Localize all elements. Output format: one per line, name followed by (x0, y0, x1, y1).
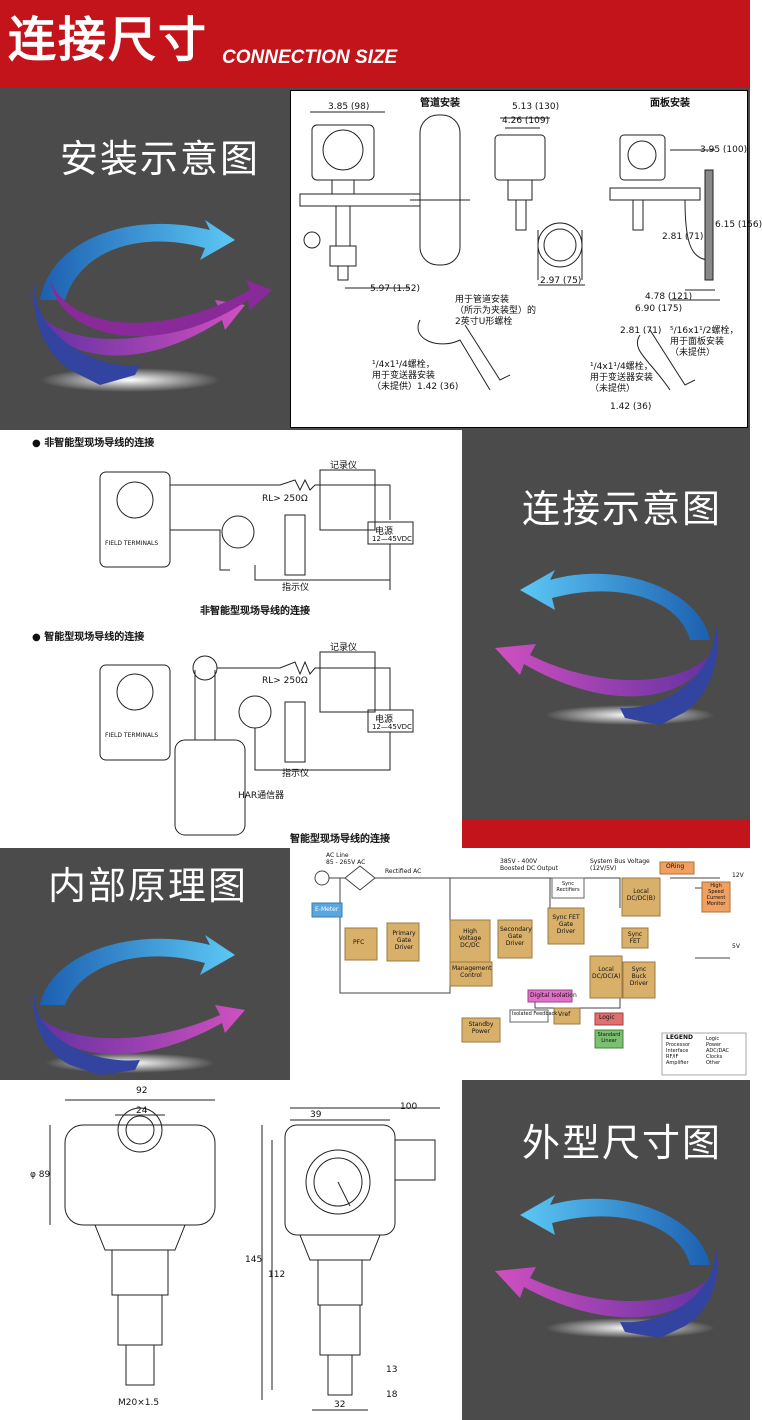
heading-nonsmart: ● 非智能型现场导线的连接 (32, 438, 155, 449)
installation-diagram: 管道安装 面板安装 3.85 (98) 5.13 (130) 4.26 (109… (290, 90, 762, 428)
block-isolated-feedback: Isolated Feedback (512, 1011, 558, 1017)
v5-label: 5V (732, 943, 740, 950)
power-label: 电源 (375, 527, 394, 537)
dim-32: 32 (334, 1400, 346, 1410)
block-management-control: Management Control (452, 965, 492, 979)
block-e-meter: E-Meter (315, 906, 339, 913)
dim-label: 2.81 (71) (662, 232, 704, 242)
dim-13: 13 (386, 1365, 398, 1375)
dim-label: 3.95 (100) (700, 145, 748, 155)
ac-line-label: AC Line 85 - 265V AC (326, 852, 366, 866)
load-label: RL> 250Ω (262, 494, 308, 504)
section4-swirl-arrows-icon (495, 1195, 720, 1338)
dim-label: 1.42 (36) (610, 402, 652, 412)
block-logic: Logic (599, 1014, 615, 1021)
pipe-mount-title: 管道安装 (420, 98, 460, 109)
dim-label: 6.90 (175) (635, 304, 683, 314)
boosted-label: 385V - 400V Boosted DC Output (500, 858, 558, 872)
dim-label: 3.85 (98) (328, 102, 370, 112)
block-digital-isolation: Digital Isolation (530, 992, 577, 999)
block-hv-dcdc: High Voltage DC/DC (458, 928, 482, 949)
page-subtitle: CONNECTION SIZE (222, 47, 398, 68)
block-sync-fet-gate-driver: Sync FET Gate Driver (552, 914, 580, 935)
section2-swirl-arrows-icon (495, 570, 720, 725)
hart-label: HAR通信器 (238, 791, 285, 801)
section4-title: 外型尺寸图 (522, 1121, 723, 1165)
dim-label: 2.97 (75) (540, 276, 582, 286)
dim-39: 39 (310, 1110, 322, 1120)
section1-swirl-arrows-icon (30, 220, 272, 392)
legend-col-2: Logic Power ADC/DAC Clocks Other (706, 1036, 730, 1066)
dim-112: 112 (268, 1270, 286, 1280)
wiring-drawing (99, 469, 414, 836)
dim-145: 145 (245, 1255, 263, 1265)
voltage-label-2: 12—45VDC (372, 723, 412, 731)
power-label-2: 电源 (375, 715, 394, 725)
dimension-drawing (49, 1099, 440, 1411)
dim-18: 18 (386, 1390, 398, 1400)
section2-title: 连接示意图 (522, 487, 723, 531)
block-local-dcdc-a: Local DC/DC(A) (592, 966, 621, 980)
caption-smart: 智能型现场导线的连接 (290, 834, 390, 845)
panel-mount-title: 面板安装 (650, 98, 690, 109)
dim-label: 4.26 (109) (502, 116, 550, 126)
block-sync-fet: Sync FET (627, 931, 643, 945)
schematic-drawing (311, 861, 747, 1076)
dim-label: 5.13 (130) (512, 102, 560, 112)
block-sync-buck-driver: Sync Buck Driver (629, 966, 649, 987)
section1-title: 安装示意图 (60, 137, 261, 181)
dim-label: 4.78 (121) (645, 292, 693, 302)
section3-swirl-arrows-icon (30, 935, 245, 1075)
voltage-label: 12—45VDC (372, 535, 412, 543)
block-vref: Vref (558, 1011, 571, 1018)
field-terminals-label: FIELD TERMINALS (105, 540, 159, 547)
panel-note: ⁵/16x1¹/2螺栓， 用于面板安装 （未提供） (670, 326, 739, 358)
caption-nonsmart: 非智能型现场导线的连接 (200, 606, 310, 617)
load-label-2: RL> 250Ω (262, 676, 308, 686)
dim-label: 2.81 (71) (620, 326, 662, 336)
legend-title: LEGEND (666, 1034, 693, 1041)
dim-phi89: φ 89 (30, 1170, 51, 1180)
dim-label: 6.15 (156) (715, 220, 762, 230)
bolt-note-2: ¹/4x1¹/4螺栓， 用于变送器安装 （未提供） (590, 362, 654, 394)
dim-92: 92 (136, 1086, 148, 1096)
indicator-label-2: 指示仪 (282, 769, 310, 779)
recorder-label: 记录仪 (330, 461, 358, 471)
schematic-diagram: AC Line 85 - 265V AC Rectified AC 385V -… (290, 848, 750, 1080)
legend-col-1: Processor Interface RF/IF Amplifier (666, 1042, 691, 1066)
block-secondary-gate-driver: Secondary Gate Driver (500, 926, 532, 947)
bolt-note-1: ¹/4x1¹/4螺栓， 用于变送器安装 （未提供）1.42 (36) (372, 360, 459, 392)
section2-red-strip (462, 820, 750, 848)
dimension-diagram: 92 24 φ 89 39 100 145 112 13 18 32 M20×1… (0, 1080, 462, 1420)
section3-title: 内部原理图 (48, 864, 249, 908)
thread-label: M20×1.5 (118, 1398, 160, 1408)
pipe-note: 用于管道安装 （所示为夹装型）的 2英寸U形螺栓 (455, 295, 537, 327)
block-hs-current-monitor: High Speed Current Monitor (706, 883, 726, 907)
wiring-diagram: ● 非智能型现场导线的连接 ● 智能型现场导线的连接 (0, 430, 462, 848)
v12-label: 12V (732, 872, 744, 879)
dim-100: 100 (400, 1102, 418, 1112)
page-title: 连接尺寸 (8, 12, 209, 68)
indicator-label: 指示仪 (282, 583, 310, 593)
block-standard-linear: Standard Linear (597, 1032, 621, 1044)
block-sync-rectifiers: Sync Rectifiers (556, 881, 580, 893)
block-primary-gate-driver: Primary Gate Driver (392, 930, 416, 951)
recorder-label-2: 记录仪 (330, 643, 358, 653)
block-standby-power: Standby Power (468, 1021, 494, 1035)
block-local-dcdc-b: Local DC/DC(B) (626, 888, 656, 902)
block-pfc: PFC (353, 939, 365, 946)
rectified-label: Rectified AC (385, 868, 422, 875)
dim-24: 24 (136, 1106, 148, 1116)
field-terminals-label-2: FIELD TERMINALS (105, 732, 159, 739)
header-banner (0, 0, 750, 88)
heading-smart: ● 智能型现场导线的连接 (32, 632, 145, 643)
block-oring: ORing (666, 863, 685, 870)
system-bus-label: System Bus Voltage (12V/5V) (590, 858, 650, 872)
dim-label: 5.97 (1.52) (370, 284, 420, 294)
installation-drawing (290, 90, 748, 428)
